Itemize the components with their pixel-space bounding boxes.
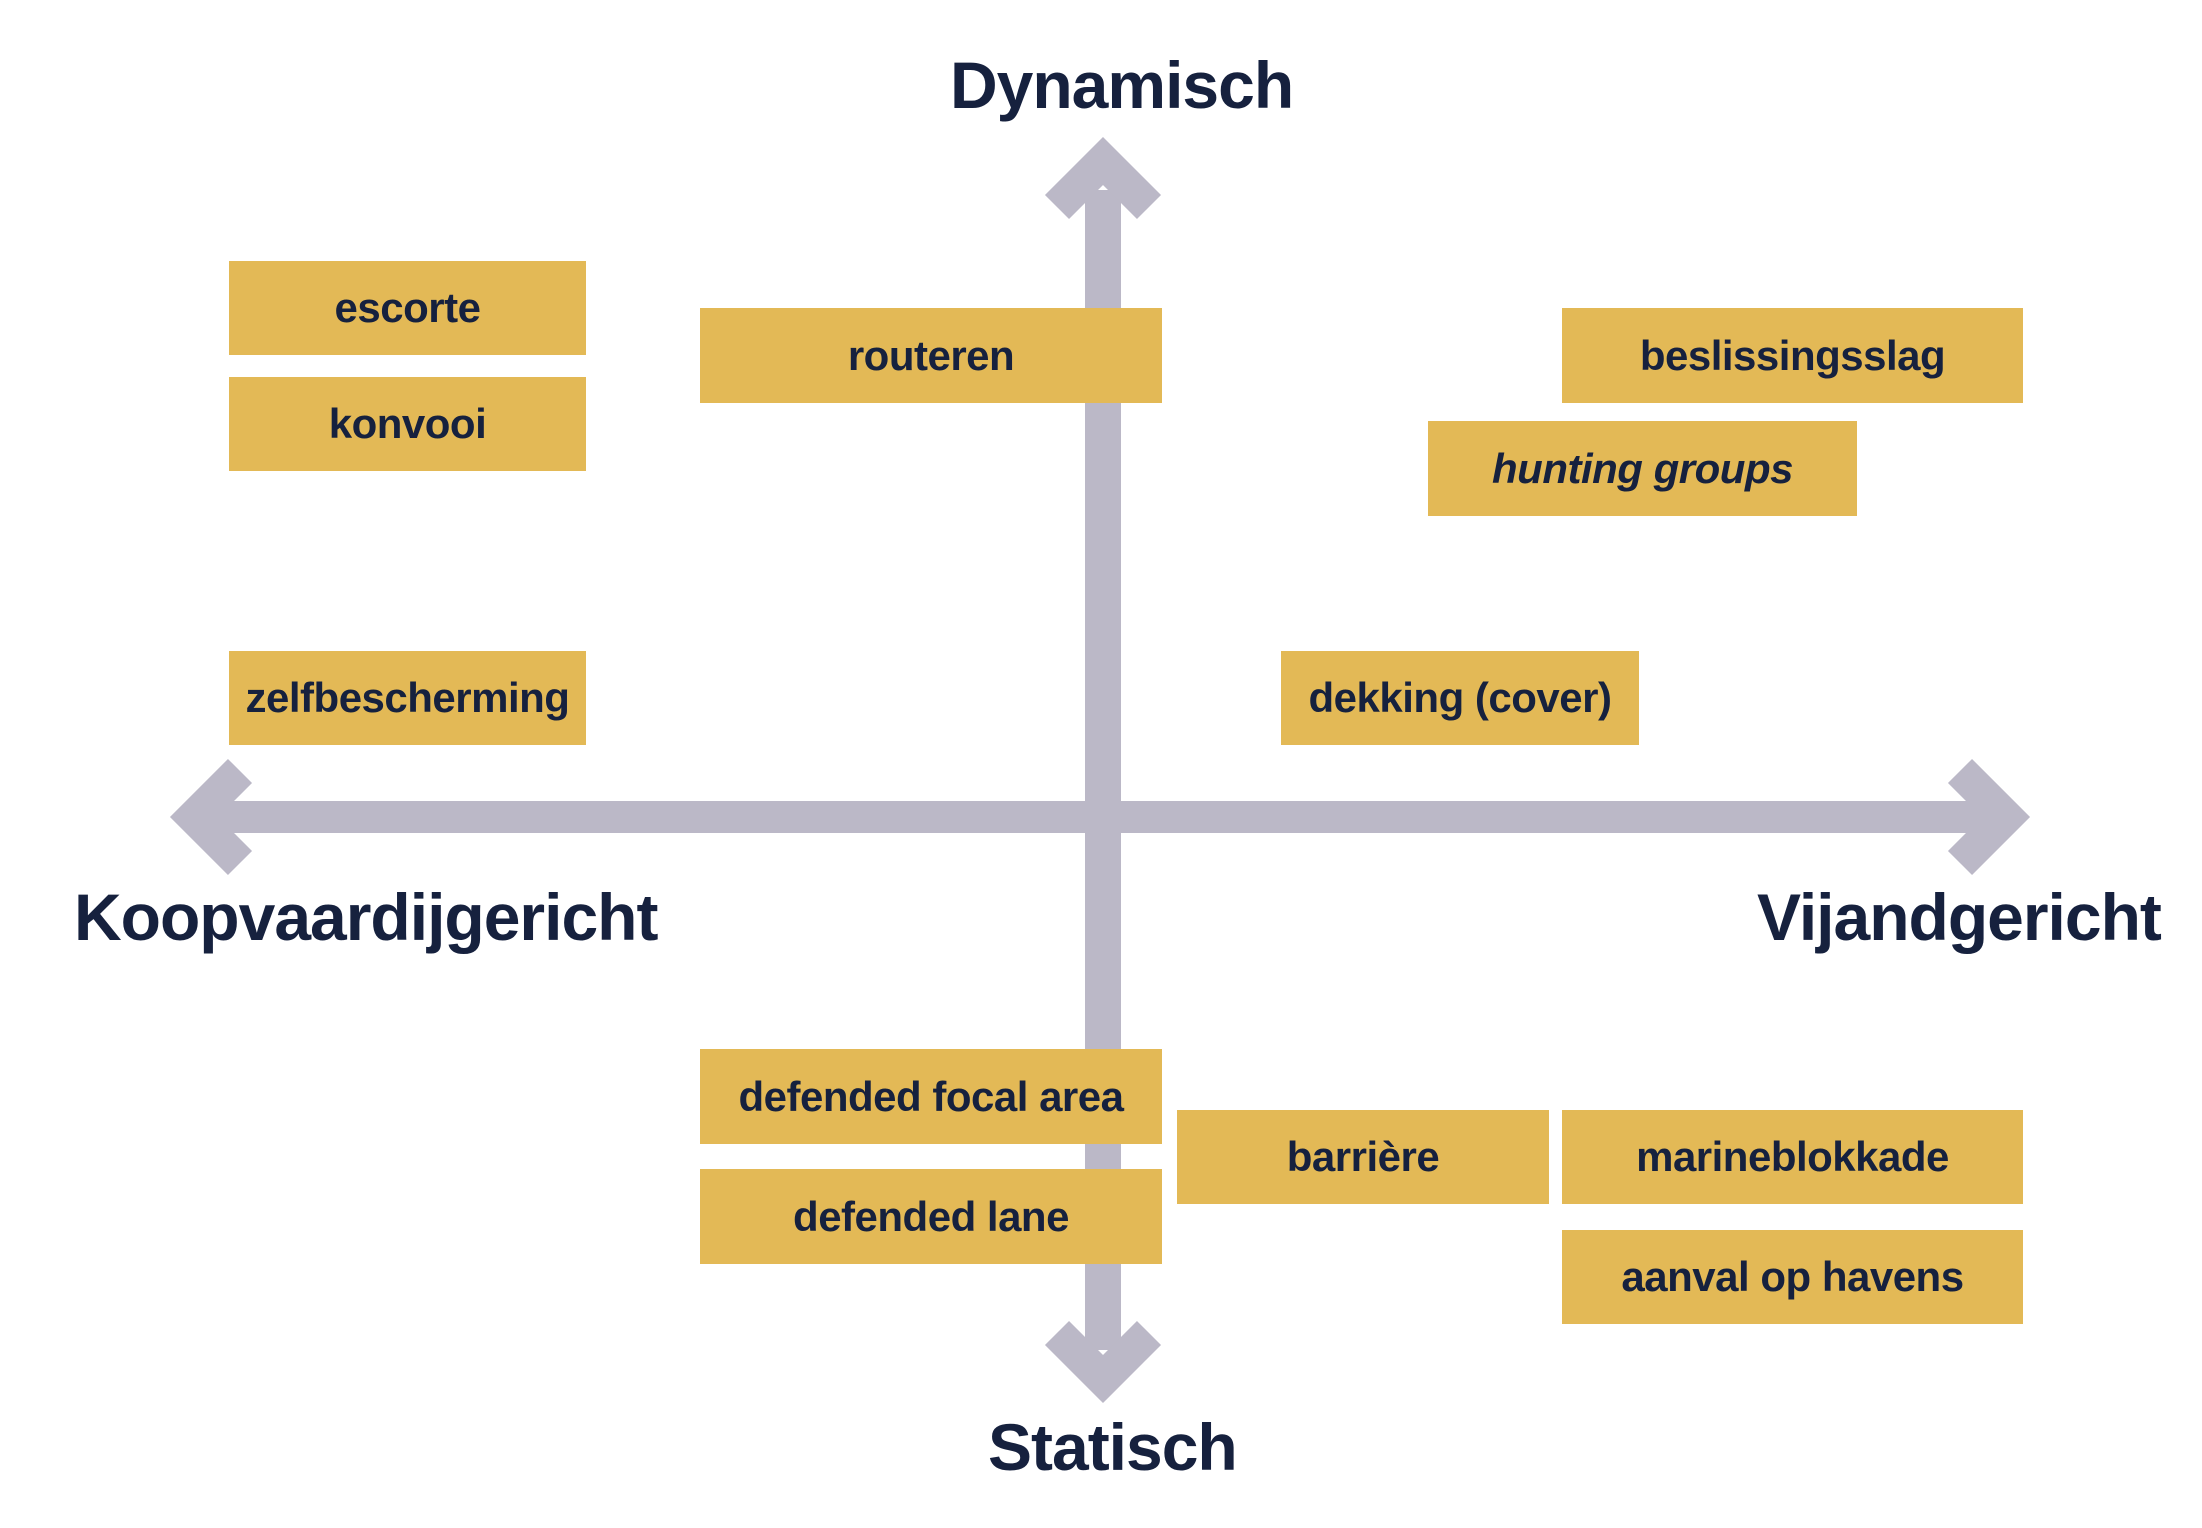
axis-label-left: Koopvaardijgericht bbox=[74, 880, 658, 954]
box-zelfbescherming: zelfbescherming bbox=[229, 651, 586, 745]
box-defended-lane: defended lane bbox=[700, 1169, 1162, 1264]
box-beslissingsslag: beslissingsslag bbox=[1562, 308, 2023, 403]
box-dekking-cover: dekking (cover) bbox=[1281, 651, 1639, 745]
arrow-right-icon bbox=[1947, 758, 2031, 876]
axis-label-top: Dynamisch bbox=[950, 48, 1294, 122]
axis-label-right: Vijandgericht bbox=[1757, 880, 2162, 954]
box-escorte: escorte bbox=[229, 261, 586, 355]
box-aanval-op-havens: aanval op havens bbox=[1562, 1230, 2023, 1324]
box-barriere: barrière bbox=[1177, 1110, 1549, 1204]
arrow-down-icon bbox=[1044, 1320, 1162, 1404]
arrow-left-icon bbox=[169, 758, 253, 876]
axis-label-bottom: Statisch bbox=[988, 1410, 1238, 1484]
box-marineblokkade: marineblokkade bbox=[1562, 1110, 2023, 1204]
box-konvooi: konvooi bbox=[229, 377, 586, 471]
box-defended-focal-area: defended focal area bbox=[700, 1049, 1162, 1144]
arrow-up-icon bbox=[1044, 136, 1162, 220]
box-routeren: routeren bbox=[700, 308, 1162, 403]
box-hunting-groups: hunting groups bbox=[1428, 421, 1857, 516]
